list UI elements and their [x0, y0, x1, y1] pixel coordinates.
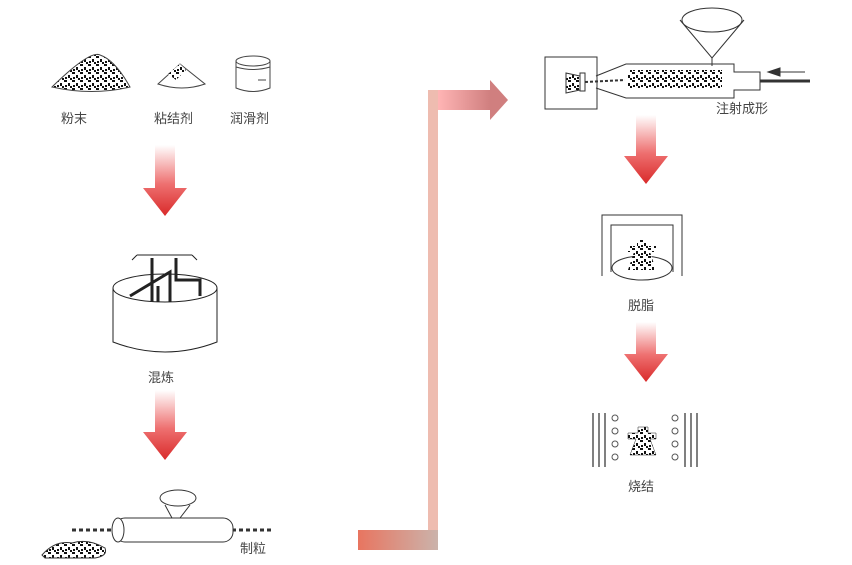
flow-connector-arrow: [358, 80, 508, 550]
step-label-lubricant: 润滑剂: [230, 112, 270, 127]
step-label-sintering: 烧结: [628, 480, 655, 495]
arrow-down-icon: [143, 145, 187, 216]
step-label-mixing: 混炼: [148, 371, 175, 386]
binder-pile-icon: [157, 63, 207, 89]
step-label-injection-molding: 注射成形: [716, 102, 769, 117]
step-label-granulating: 制粒: [240, 542, 267, 557]
step-label-powder: 粉末: [61, 112, 88, 127]
sintering-furnace-icon: [592, 413, 698, 467]
powder-pile-icon: [50, 53, 131, 92]
granulator-icon: [41, 489, 272, 559]
step-label-debinding: 脱脂: [628, 299, 655, 314]
debinding-furnace-icon: [601, 214, 683, 281]
injection-machine-icon: [544, 7, 810, 110]
lubricant-container-icon: [235, 55, 271, 92]
mixer-icon: [112, 254, 218, 353]
arrow-down-icon: [624, 115, 668, 184]
step-label-binder: 粘结剂: [154, 112, 194, 127]
arrow-down-icon: [143, 390, 187, 460]
arrow-down-icon: [624, 322, 668, 382]
